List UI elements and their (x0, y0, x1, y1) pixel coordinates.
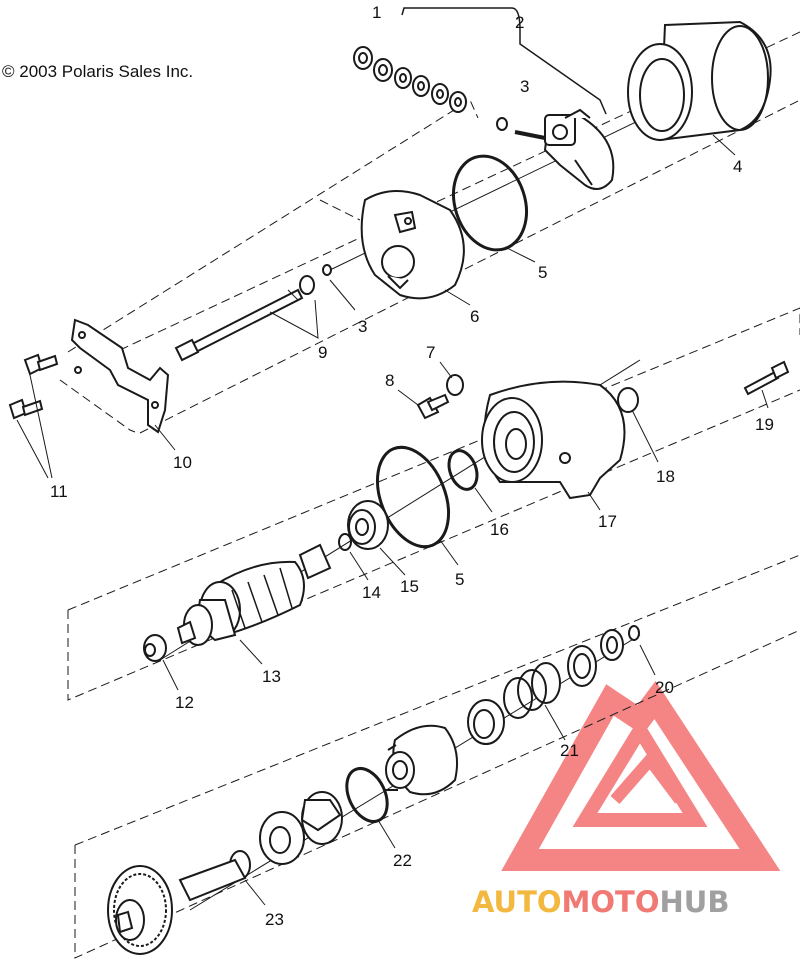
part-8-leader (397, 389, 419, 406)
part-2-washer-stack (373, 58, 467, 113)
part-22-leader (377, 819, 396, 849)
part-10-leader (154, 424, 176, 451)
part-9-leader (269, 299, 319, 339)
part-19-leader (761, 389, 769, 409)
part-3-mid-leader (329, 279, 356, 311)
guide-lines (59, 31, 800, 959)
callout-12: 12 (175, 693, 194, 712)
part-21-leader (544, 704, 566, 741)
part-21-spring-collar-set (467, 645, 597, 745)
part-1-nut (353, 46, 373, 70)
callout-7: 7 (426, 343, 435, 362)
part-19-bolt (743, 360, 790, 396)
part-8-bolt (416, 393, 450, 420)
callout-14: 14 (362, 583, 381, 602)
part-9-through-bolt (174, 275, 315, 362)
part-10-mounting-bracket (70, 318, 170, 434)
part-5-lower-leader (439, 539, 459, 566)
callout-16: 16 (490, 520, 509, 539)
part-14-leader (349, 551, 369, 581)
watermark-part-hub: HUB (660, 885, 730, 919)
overrunning-clutch (385, 724, 458, 796)
part-5-top-leader (504, 246, 536, 263)
callout-20: 20 (655, 678, 674, 697)
part-18-washer (617, 387, 639, 413)
callout-8: 8 (385, 371, 394, 390)
part-20-snap-rings (600, 625, 640, 661)
part-3-small-oring-top (496, 117, 508, 131)
watermark-part-auto: AUTO (472, 885, 562, 919)
part-11-bolts (8, 353, 59, 420)
part-13-armature (176, 543, 332, 646)
callout-4: 4 (733, 157, 742, 176)
callout-22: 22 (393, 851, 412, 870)
callout-21: 21 (560, 741, 579, 760)
callout-2: 2 (515, 13, 524, 32)
callout-10: 10 (173, 453, 192, 472)
part-5-large-oring-top (452, 154, 528, 252)
callout-17: 17 (598, 512, 617, 531)
part-15-bearing (347, 500, 389, 550)
part-17-leader (587, 491, 601, 511)
part-7-washer (446, 374, 464, 396)
part-20-leader (639, 644, 656, 676)
part-22-oring (345, 767, 389, 823)
part-13-leader (239, 639, 263, 665)
watermark-part-moto: MOTO (562, 885, 660, 919)
part-16-oring (447, 449, 479, 491)
part-2-bracket-line (401, 7, 607, 115)
gear-washers (259, 791, 343, 865)
callout-11: 11 (50, 482, 68, 501)
part-12-bushing (143, 634, 167, 662)
callout-5-lower: 5 (455, 570, 464, 589)
callout-18: 18 (656, 467, 675, 486)
callout-23: 23 (265, 910, 284, 929)
callout-3-top: 3 (520, 77, 529, 96)
part-23-leader (244, 879, 266, 906)
part-14-snap-ring (338, 533, 352, 551)
pinion-gear-shaft (107, 858, 247, 955)
part-3-small-oring-mid (322, 264, 332, 276)
watermark-logo-icon (501, 680, 781, 871)
callout-13: 13 (262, 667, 281, 686)
callout-15: 15 (400, 577, 419, 596)
part-4-leader (712, 134, 736, 156)
callout-labels: 1 2 3 4 3 5 6 9 7 8 10 11 19 18 16 17 5 … (50, 3, 774, 929)
part-15-leader (379, 547, 406, 576)
part-4-yoke-housing (627, 20, 772, 142)
part-16-leader (474, 487, 493, 513)
part-17-front-housing (481, 380, 626, 500)
callout-3-mid: 3 (358, 317, 367, 336)
part-7-leader (439, 361, 453, 379)
brush-holder-assembly (514, 108, 615, 190)
part-12-leader (162, 659, 179, 691)
part-18-leader (631, 409, 659, 463)
callout-9: 9 (318, 343, 327, 362)
part-6-rear-cover (360, 190, 465, 300)
callout-19: 19 (755, 415, 774, 434)
part-6-leader (444, 289, 471, 306)
part-11-leader (16, 374, 53, 479)
watermark-wordmark: AUTOMOTOHUB (472, 885, 729, 919)
copyright-notice: © 2003 Polaris Sales Inc. (2, 62, 194, 81)
callout-5-top: 5 (538, 263, 547, 282)
callout-1: 1 (372, 3, 381, 22)
callout-6: 6 (470, 307, 479, 326)
svg-text:AUTOMOTOHUB: AUTOMOTOHUB (472, 885, 729, 919)
